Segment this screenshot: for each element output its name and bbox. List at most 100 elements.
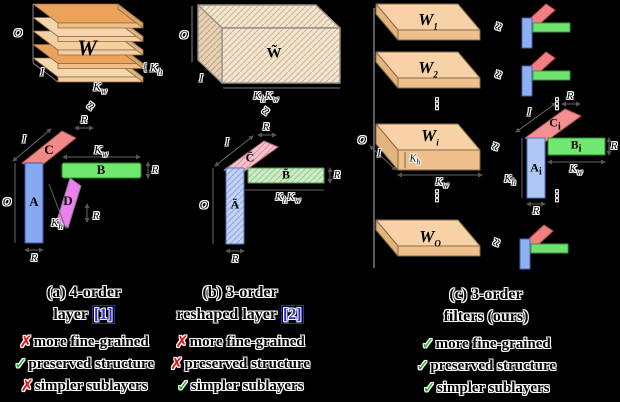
check-text: preserved structure [184, 356, 311, 372]
mini-factor-blue [521, 17, 533, 49]
check-icon: ✓ [13, 354, 28, 373]
factor-B [61, 162, 142, 179]
vertical-dots: ⋮ [550, 188, 564, 203]
tensor-W-tilde-label: W̃ [266, 45, 282, 62]
dim-O-A: O [2, 194, 12, 209]
check-row: ✗more fine-grained [152, 331, 328, 353]
citation-link-1[interactable]: [1] [92, 305, 115, 324]
dim-I-box: I [199, 70, 203, 85]
vertical-dots: ⋮ [430, 188, 444, 203]
slab-w1 [375, 3, 481, 41]
mini-decomp-wo [519, 224, 569, 270]
dim-R-Atilde: R [231, 253, 239, 265]
checklist-c: ✓more fine-grained ✓preserved structure … [368, 333, 604, 399]
dim-R-Ci: R [566, 90, 574, 102]
factor-B-label: B [96, 162, 106, 177]
tensor-W1-label: W1 [418, 10, 438, 32]
check-text: more fine-grained [435, 336, 551, 352]
tensor-stack-a [32, 3, 144, 83]
check-text: simpler sublayers [436, 380, 550, 396]
check-row: ✓more fine-grained [368, 333, 604, 355]
dim-R-D: R [92, 210, 100, 222]
factor-Bi-label: Bi [570, 137, 582, 155]
slab-w2 [375, 51, 481, 89]
tensor-W2-label: W2 [418, 58, 438, 80]
dim-R-B: R [151, 164, 159, 176]
factor-Ci-label: Ci [549, 115, 561, 133]
mini-factor-green [530, 243, 569, 254]
cross-icon: ✗ [20, 376, 34, 395]
dim-O-Atilde: O [199, 197, 209, 212]
checklist-b: ✗more fine-grained ✗preserved structure … [152, 331, 328, 397]
factors-c [515, 101, 612, 207]
check-row: ✗more fine-grained [0, 331, 168, 353]
factor-A-tilde-label: Ã [230, 197, 240, 212]
dim-R-Bi: R [610, 140, 618, 152]
factor-Ai-label: Ai [530, 160, 542, 178]
dim-R-A: R [30, 252, 38, 264]
dim-Kw-slab: Kw [435, 176, 449, 191]
vertical-dots: ⋮ [430, 96, 444, 111]
filters-c [369, 3, 483, 268]
mini-factor-blue [521, 65, 533, 97]
caption-panel-a: (a) 4-order layer[1] ✗more fine-grained … [0, 282, 168, 397]
dimension-lines-a [12, 125, 151, 253]
caption-title: (a) 4-order [46, 284, 122, 301]
dim-I-Ci: I [527, 104, 531, 119]
dimension-lines-b [212, 132, 333, 254]
cross-icon: ✗ [169, 354, 184, 373]
factor-B-tilde [247, 167, 325, 184]
caption-subtitle: filters (ours) [443, 308, 529, 325]
check-text: preserved structure [430, 358, 557, 374]
check-icon: ✓ [415, 356, 430, 375]
dim-I-C: I [22, 131, 26, 146]
factor-A [24, 162, 44, 244]
vertical-dots: ⋮ [550, 96, 564, 111]
check-icon: ✓ [176, 376, 190, 395]
dim-R-Ctilde: R [262, 121, 270, 133]
check-icon: ✓ [422, 378, 436, 397]
factor-C-label: C [44, 142, 54, 157]
cross-icon: ✗ [19, 332, 33, 351]
factor-Ai [526, 137, 546, 199]
check-row: ✓preserved structure [0, 353, 168, 375]
check-row: ✓simpler sublayers [368, 377, 604, 399]
dim-I-stack: I [40, 64, 44, 79]
factor-A-tilde [225, 167, 245, 245]
mini-factor-green [532, 70, 571, 81]
slab-wi [369, 123, 483, 178]
check-text: preserved structure [28, 356, 155, 372]
caption-subtitle: layer[1] [53, 305, 115, 324]
caption-title: (c) 3-order [449, 286, 523, 303]
citation-link-2[interactable]: [2] [280, 305, 304, 324]
dim-Kh-D: Kh [51, 217, 63, 232]
factors-a [12, 125, 151, 253]
check-text: simpler sublayers [190, 378, 304, 394]
dim-Kw-Bi: Kw [569, 163, 583, 178]
slab [32, 3, 144, 29]
dim-I-slab: I [377, 145, 381, 160]
factor-D [56, 177, 82, 229]
caption-panel-c: (c) 3-order filters (ours) ✓more fine-gr… [368, 284, 604, 399]
dim-Kh-Ai: Kh [504, 173, 516, 188]
mini-decomp-w2 [521, 51, 571, 97]
dim-O-box: O [179, 27, 189, 42]
caption-subtitle: reshaped layer[2] [176, 305, 304, 324]
checklist-a: ✗more fine-grained ✓preserved structure … [0, 331, 168, 397]
factor-C-tilde-label: C̃ [245, 150, 255, 165]
tensor-Wi-label: Wi [421, 126, 439, 148]
i-edge-line-a [32, 62, 59, 83]
tensor-box-b [191, 4, 341, 89]
cross-icon: ✗ [175, 332, 189, 351]
check-row: ✗preserved structure [152, 353, 328, 375]
check-row: ✗simpler sublayers [0, 375, 168, 397]
dim-Kh-slab: Kh [409, 153, 421, 167]
box-left-face [197, 4, 223, 84]
mini-factor-green [532, 22, 571, 33]
brace-Kh: { [142, 61, 148, 73]
dim-R-C: R [80, 114, 88, 126]
caption-title: (b) 3-order [202, 284, 278, 301]
check-row: ✓simpler sublayers [152, 375, 328, 397]
factor-Bi [547, 137, 606, 156]
